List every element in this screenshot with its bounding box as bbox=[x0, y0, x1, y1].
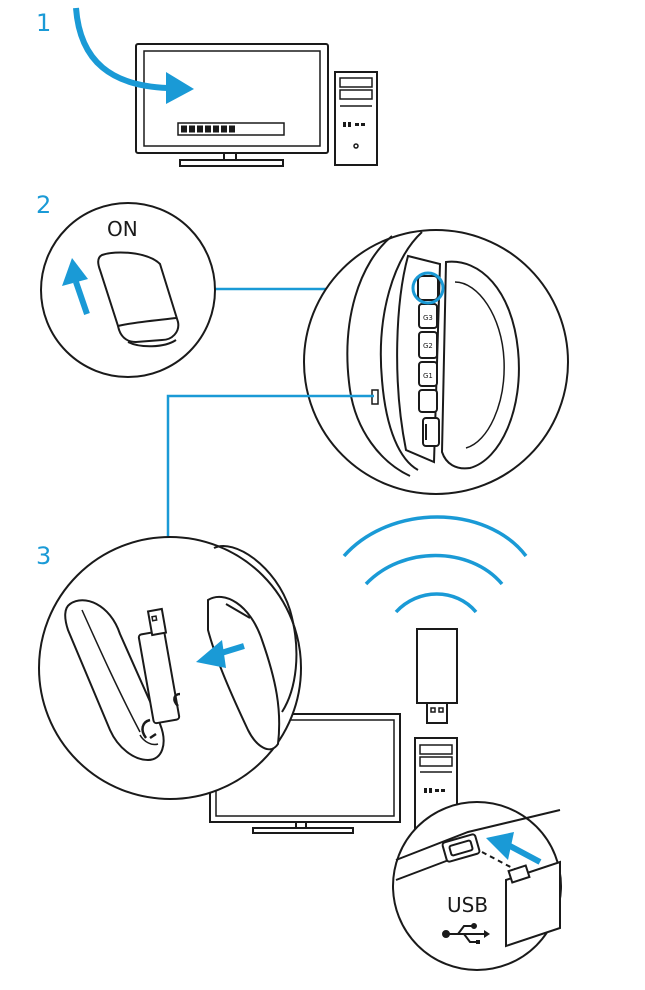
insert-arrow bbox=[486, 832, 542, 865]
usb-port-detail: USB bbox=[392, 801, 562, 971]
turn-on-arrow bbox=[73, 7, 194, 104]
step-1: 1 bbox=[36, 7, 378, 167]
step-3: 3 bbox=[36, 515, 562, 971]
headset-controls-detail: G3 G2 G1 bbox=[303, 229, 569, 495]
wireless-signal-icon bbox=[342, 515, 528, 614]
power-switch-label: ON bbox=[107, 217, 138, 241]
connector-line-down bbox=[166, 394, 374, 540]
button-g1-label: G1 bbox=[423, 372, 433, 380]
power-switch-highlight bbox=[411, 271, 445, 305]
computer-icon-2 bbox=[209, 713, 458, 834]
step-3-number: 3 bbox=[36, 542, 51, 570]
step-1-number: 1 bbox=[36, 9, 51, 37]
power-switch-icon bbox=[97, 251, 180, 348]
button-g2-label: G2 bbox=[423, 342, 433, 350]
button-g3-label: G3 bbox=[423, 314, 433, 322]
computer-icon bbox=[135, 43, 378, 167]
progress-bar bbox=[177, 122, 285, 136]
usb-symbol-icon bbox=[442, 923, 490, 944]
store-receiver-arrow bbox=[196, 640, 245, 668]
slide-up-arrow bbox=[62, 258, 90, 315]
receiver-storage-detail bbox=[38, 536, 302, 800]
usb-label: USB bbox=[447, 893, 488, 917]
step-2-number: 2 bbox=[36, 191, 51, 219]
step-2: 2 ON bbox=[36, 191, 569, 540]
power-switch-detail: ON bbox=[40, 202, 216, 378]
headset-icon bbox=[346, 231, 520, 477]
usb-receiver-icon bbox=[416, 628, 458, 724]
